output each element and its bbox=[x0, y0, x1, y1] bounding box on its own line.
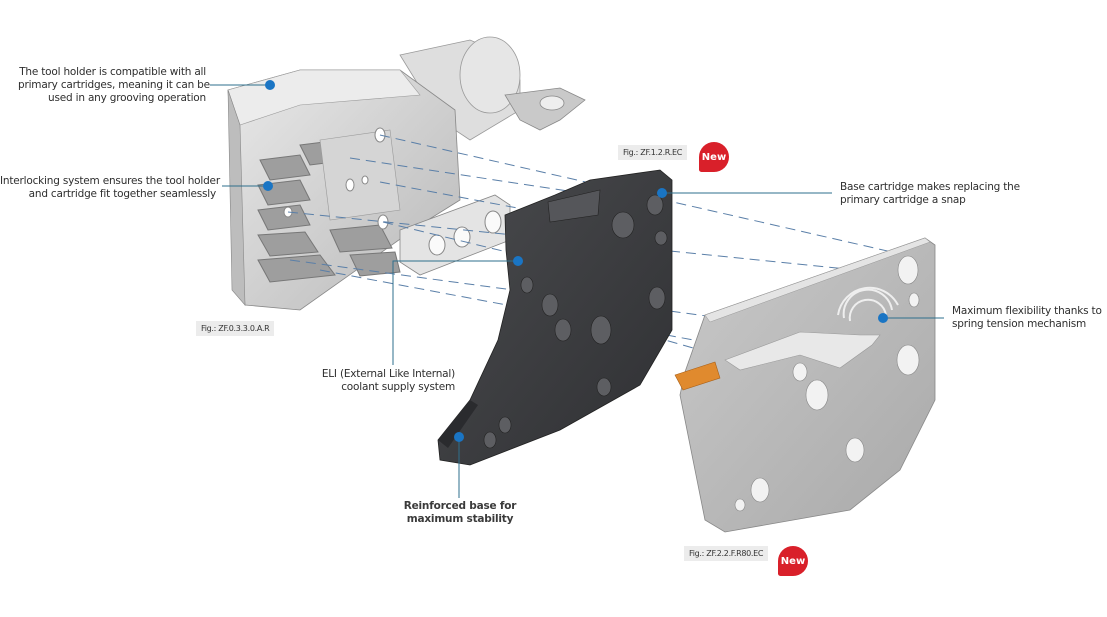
leader-lines bbox=[210, 84, 944, 498]
callout-flexibility: Maximum flexibility thanks to spring ten… bbox=[952, 305, 1102, 330]
base-cartridge bbox=[437, 169, 673, 466]
callout-dot-holder bbox=[265, 80, 275, 90]
callout-dot-eli bbox=[513, 256, 523, 266]
callout-dot-interlock bbox=[263, 181, 273, 191]
figure-label-base-cartridge: Fig.: ZF.1.2.R.EC bbox=[618, 145, 688, 160]
holder-shank bbox=[399, 36, 586, 141]
figure-label-primary-cartridge: Fig.: ZF.2.2.F.R80.EC bbox=[684, 546, 769, 561]
callout-tool-holder-compat: The tool holder is compatible with all p… bbox=[18, 66, 210, 104]
callout-dot-spring bbox=[878, 313, 888, 323]
callout-eli-coolant: ELI (External Like Internal) coolant sup… bbox=[321, 368, 455, 393]
figure-label-holder: Fig.: ZF.0.3.3.0.A.R bbox=[196, 321, 275, 336]
callout-interlocking: Interlocking system ensures the tool hol… bbox=[0, 175, 220, 200]
callout-base-cartridge: Base cartridge makes replacing the prima… bbox=[840, 181, 1020, 206]
new-badge: New bbox=[699, 142, 729, 172]
tool-holder bbox=[227, 69, 461, 311]
new-badge: New bbox=[778, 546, 808, 576]
callout-dot-reinforced bbox=[454, 432, 464, 442]
primary-cartridge bbox=[674, 237, 936, 533]
callout-dot-base bbox=[657, 188, 667, 198]
callout-reinforced-base: Reinforced base for maximum stability bbox=[403, 500, 517, 525]
